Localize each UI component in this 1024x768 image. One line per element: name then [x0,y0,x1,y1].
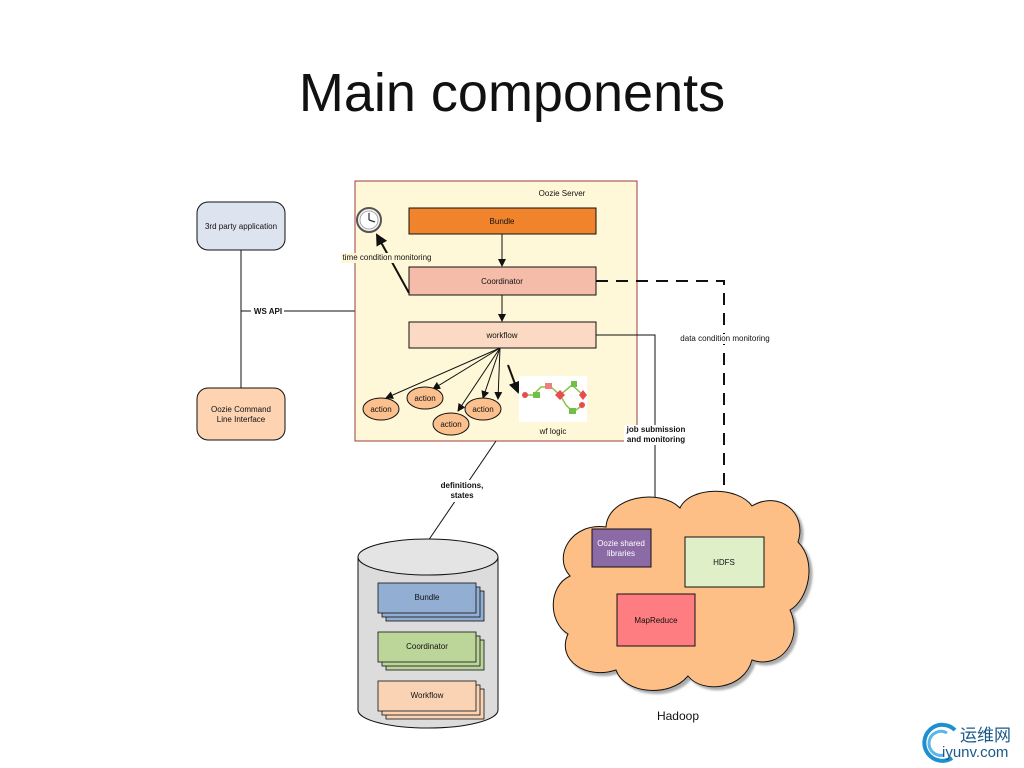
db-bundle-label: Bundle [415,593,440,602]
time-condition-label: time condition monitoring [343,253,432,262]
server-coordinator-label: Coordinator [481,277,523,286]
time-condition-arrow [376,233,410,294]
definitions-states-label-2: states [450,491,474,500]
workflow-action-arrows [385,347,503,412]
data-condition-label-bg [677,334,773,344]
watermark-logo-icon [922,722,957,763]
hdfs-box [684,536,765,588]
db-coordinator-label: Coordinator [406,642,448,651]
action-oval-1 [362,397,400,421]
oozie-server-label: Oozie Server [539,189,586,198]
shared-libraries-label-1: Oozie shared [597,539,645,548]
hdfs-label: HDFS [713,558,735,567]
job-submission-label-bg [624,425,688,445]
action-label-1: action [370,405,391,414]
job-submission-label-1: job submission [626,425,686,434]
watermark-site: iyunv.com [942,744,1009,761]
time-condition-label-bg [341,253,433,263]
oozie-cli-label-1: Oozie Command [211,405,271,414]
server-workflow-box [408,321,597,349]
ws-api-label-bg [251,305,284,316]
action-oval-3 [432,412,470,436]
watermark-chinese: 运维网 [960,726,1011,746]
oozie-cli-label-2: Line Interface [217,415,266,424]
shared-libraries-label-2: libraries [607,549,635,558]
clock-icon [356,207,382,233]
db-coordinator-stack [377,631,485,671]
mapreduce-label: MapReduce [634,616,678,625]
workflow-to-wf-logic-arrow [507,364,521,394]
server-bundle-label: Bundle [490,217,515,226]
ws-api-label: WS API [254,307,282,316]
job-submission-label-2: and monitoring [627,435,685,444]
data-condition-dashed-line [596,280,730,530]
action-oval-2 [406,386,444,410]
action-label-2: action [414,394,435,403]
db-workflow-label: Workflow [411,691,444,700]
third-party-app-label: 3rd party application [205,222,277,231]
server-workflow-label: workflow [485,331,517,340]
wf-logic-graphic [519,376,587,422]
data-condition-label: data condition monitoring [680,334,769,343]
db-workflow-stack [377,680,485,720]
db-bundle-stack [377,582,485,622]
slide-title: Main components [298,63,726,123]
action-label-4: action [472,405,493,414]
third-party-app-box [196,201,286,251]
mapreduce-box [616,593,696,647]
action-oval-4 [464,397,502,421]
hadoop-label: Hadoop [657,709,699,723]
definitions-states-label-1: definitions, [441,481,484,490]
oozie-cli-box [196,387,286,441]
definitions-states-label-bg [436,480,488,502]
hadoop-cloud [552,490,810,691]
action-label-3: action [440,420,461,429]
wf-logic-label: wf logic [539,427,567,436]
shared-libraries-box [591,528,652,568]
